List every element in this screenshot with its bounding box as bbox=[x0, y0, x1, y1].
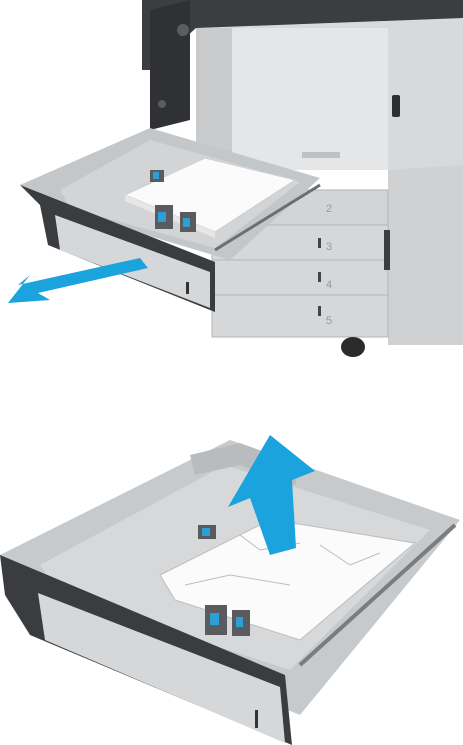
printer-label bbox=[302, 152, 340, 158]
guide-blue-tab-icon bbox=[153, 172, 159, 179]
guide-blue-tab-icon bbox=[236, 617, 243, 627]
tray-5-drawer bbox=[212, 295, 388, 337]
guide-blue-tab-icon bbox=[158, 212, 166, 222]
tray-4-handle-icon bbox=[318, 272, 321, 282]
tray-number-2: 2 bbox=[326, 203, 332, 215]
tray-3-handle-icon bbox=[318, 238, 321, 248]
hp-logo-icon bbox=[177, 24, 189, 36]
tray-number-3: 3 bbox=[326, 241, 332, 253]
power-button-icon bbox=[158, 100, 166, 108]
guide-blue-tab-icon bbox=[183, 218, 190, 227]
side-door-handle-icon bbox=[384, 230, 390, 270]
printer-right-side bbox=[388, 165, 463, 345]
step-remove-paper-illustration bbox=[0, 425, 463, 745]
tray-jam-removal-drawing bbox=[0, 425, 463, 745]
printer-open-tray-drawing: 2 3 4 5 bbox=[0, 0, 463, 370]
printer-left-edge bbox=[150, 0, 190, 130]
caster-wheel-icon bbox=[341, 337, 365, 357]
tray-number-4: 4 bbox=[326, 279, 332, 291]
pull-out-arrow-icon bbox=[8, 258, 148, 303]
tray-front-handle-icon bbox=[186, 282, 189, 294]
step-open-tray-illustration: 2 3 4 5 bbox=[0, 0, 463, 370]
guide-blue-tab-icon bbox=[210, 613, 219, 625]
tray-4-drawer bbox=[212, 260, 388, 295]
door-handle-icon bbox=[392, 95, 400, 117]
tray-front-handle-icon bbox=[255, 710, 258, 728]
tray-number-5: 5 bbox=[326, 315, 332, 327]
guide-blue-tab-icon bbox=[202, 528, 210, 536]
tray-5-handle-icon bbox=[318, 306, 321, 316]
